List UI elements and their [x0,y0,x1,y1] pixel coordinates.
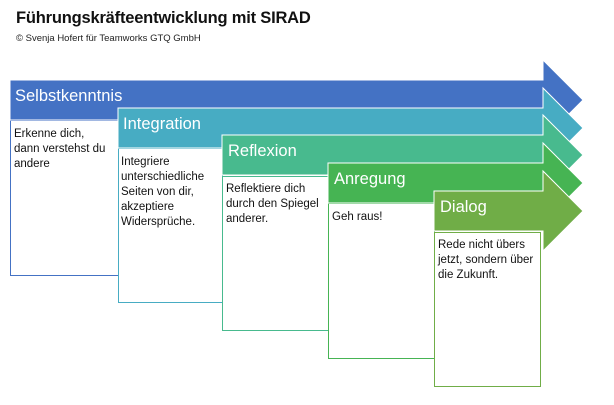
stage-label-reflexion: Reflexion [228,142,297,160]
diagram-title: Führungskräfteentwicklung mit SIRAD [16,9,311,27]
stage-desc-reflexion: Reflektiere dich durch den Spiegel ander… [226,183,319,225]
box-selbstkenntnis [10,120,119,276]
stage-desc-anregung: Geh raus! [332,211,383,223]
stage-desc-selbstkenntnis: Erkenne dich, dann verstehst du andere [14,128,106,170]
stage-label-dialog: Dialog [440,198,487,216]
copyright-note: © Svenja Hofert für Teamworks GTQ GmbH [16,33,201,44]
box-reflexion [222,176,329,331]
arrow-dialog [433,169,584,253]
stage-desc-dialog: Rede nicht übers jetzt, sondern über die… [438,239,534,281]
box-anregung [328,203,435,359]
stage-label-selbstkenntnis: Selbstkenntnis [15,87,123,105]
stage-label-anregung: Anregung [334,170,406,188]
stage-label-integration: Integration [123,115,201,133]
box-dialog [434,232,541,387]
stage-desc-integration: Integriere unterschiedliche Seiten von d… [121,156,205,228]
